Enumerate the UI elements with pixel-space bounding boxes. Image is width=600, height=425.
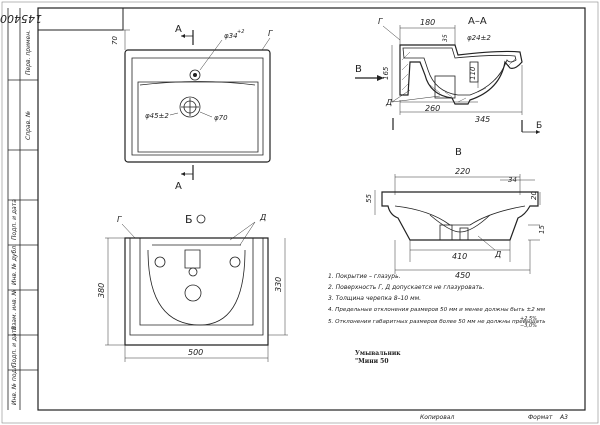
view-b-label-d: Д <box>259 213 266 222</box>
dim-260: 260 <box>425 104 440 113</box>
view-b-label-g: Г <box>117 215 122 224</box>
view-v-title: В <box>455 147 462 158</box>
section-a-bottom: А <box>175 181 182 192</box>
dim-165: 165 <box>382 66 390 80</box>
footer-copied: Копировал <box>420 414 454 421</box>
footer-format: Формат <box>528 414 553 421</box>
section-aa-title: А–А <box>468 16 487 27</box>
dim-hole: φ34 <box>224 32 238 40</box>
dim-330: 330 <box>274 277 283 292</box>
stamp-inv-orig: Инв. № подл. <box>11 364 18 405</box>
stamp-inv-replace: Взам. инв. № <box>11 289 18 330</box>
view-v-label-d: Д <box>494 250 501 259</box>
drawing-number: 1454000000 <box>0 12 42 25</box>
footer-format-value: А3 <box>559 414 568 421</box>
note-3: 3. Толщина черепка 8–10 мм. <box>328 295 421 302</box>
dim-55: 55 <box>365 194 373 203</box>
dim-410: 410 <box>452 252 467 261</box>
note-tol-plus: +2,5% <box>520 316 537 322</box>
section-aa: А–А Г 180 35 φ24±2 165 110 260 34 <box>355 16 542 134</box>
view-v: В 220 34 20 55 15 410 450 Д <box>365 147 546 280</box>
top-view: А А 70 φ34 +2 Г φ45±2 φ70 <box>111 24 273 192</box>
note-tol-minus: −3,0% <box>520 323 537 329</box>
dim-35: 35 <box>442 34 449 42</box>
drawing-frame <box>37 7 586 411</box>
stamp-ref-no: Справ. № <box>25 111 32 140</box>
dim-180: 180 <box>420 18 435 27</box>
view-v-arrow-label: В <box>355 64 362 75</box>
dim-drain: φ45±2 <box>145 112 169 120</box>
dim-70: 70 <box>111 36 119 45</box>
technical-notes: 1. Покрытие – глазурь. 2. Поверхность Г,… <box>328 273 546 329</box>
dim-345: 345 <box>475 115 490 124</box>
section-label-g: Г <box>378 17 383 26</box>
note-1: 1. Покрытие – глазурь. <box>328 273 401 280</box>
top-label-g: Г <box>268 29 273 38</box>
dim-380: 380 <box>97 283 106 298</box>
dim-24: φ24±2 <box>467 34 491 42</box>
product-name: "Мини 50 <box>355 358 389 365</box>
view-b: Б Г Д 380 330 500 <box>97 213 288 362</box>
note-2: 2. Поверхность Г, Д допускается не глазу… <box>328 284 485 291</box>
dim-500: 500 <box>188 348 203 357</box>
dim-drain2: φ70 <box>214 114 228 122</box>
view-b-rotation-icon <box>196 214 206 224</box>
dim-20: 20 <box>530 191 538 200</box>
stamp-sign-date-2: Подп. и дата <box>11 326 18 367</box>
stamp-first-use: Перв. примен. <box>25 30 32 75</box>
drawing-number-box <box>37 7 124 31</box>
stamp-dup-no: Инв. № дубл. <box>11 244 18 285</box>
dim-hole-tol: +2 <box>237 29 244 35</box>
dim-220: 220 <box>455 167 470 176</box>
left-stamp: Перв. примен. Справ. № Подп. и дата Инв.… <box>7 8 38 410</box>
section-a-top: А <box>175 24 182 35</box>
dim-15: 15 <box>538 225 546 234</box>
dim-450: 450 <box>455 271 470 280</box>
stamp-sign-date: Подп. и дата <box>11 199 18 240</box>
section-label-d: Д <box>385 98 392 107</box>
note-5: 5. Отклонения габаритных размеров более … <box>328 319 546 325</box>
note-4: 4. Предельные отклонения размеров 50 мм … <box>328 307 546 313</box>
product-title: Умывальник <box>355 350 401 357</box>
view-b-title: Б <box>185 213 193 226</box>
section-b-mark-top: Б <box>536 121 542 131</box>
dim-110: 110 <box>469 66 477 80</box>
